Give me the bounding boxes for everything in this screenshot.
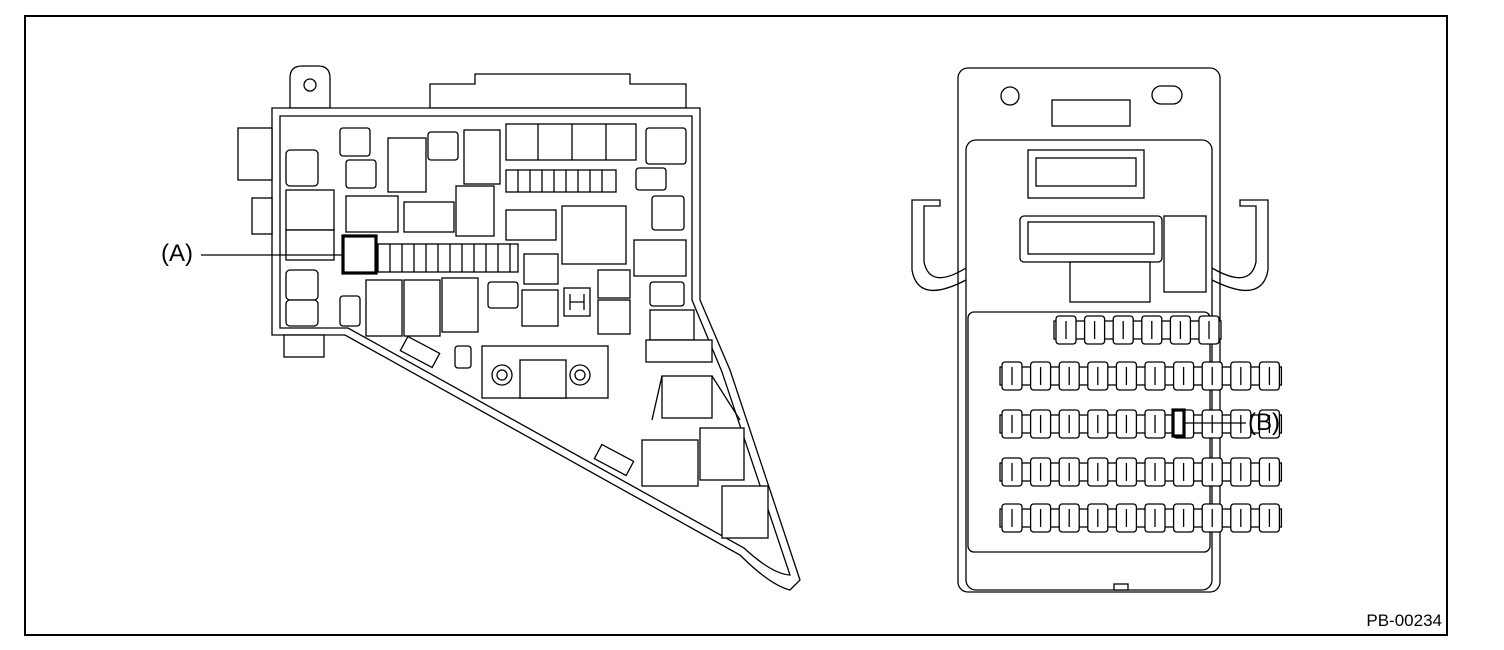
callout-label-b: (B) [1248, 409, 1280, 436]
callout-label-a: (A) [161, 240, 193, 267]
fuse-row-5 [999, 503, 1283, 533]
main-fuse-box [237, 65, 801, 591]
fuse-row-2 [999, 361, 1283, 391]
diagram-frame [24, 15, 1448, 636]
figure-code: PB-00234 [1366, 611, 1442, 630]
fuse-row-3 [999, 409, 1283, 439]
mini-fuse-row-1 [505, 169, 617, 193]
mini-fuse-row-2 [377, 243, 519, 273]
fuse-row-1 [1053, 315, 1222, 345]
fuse-row-4 [999, 457, 1283, 487]
joint-fuse-box [911, 67, 1283, 593]
